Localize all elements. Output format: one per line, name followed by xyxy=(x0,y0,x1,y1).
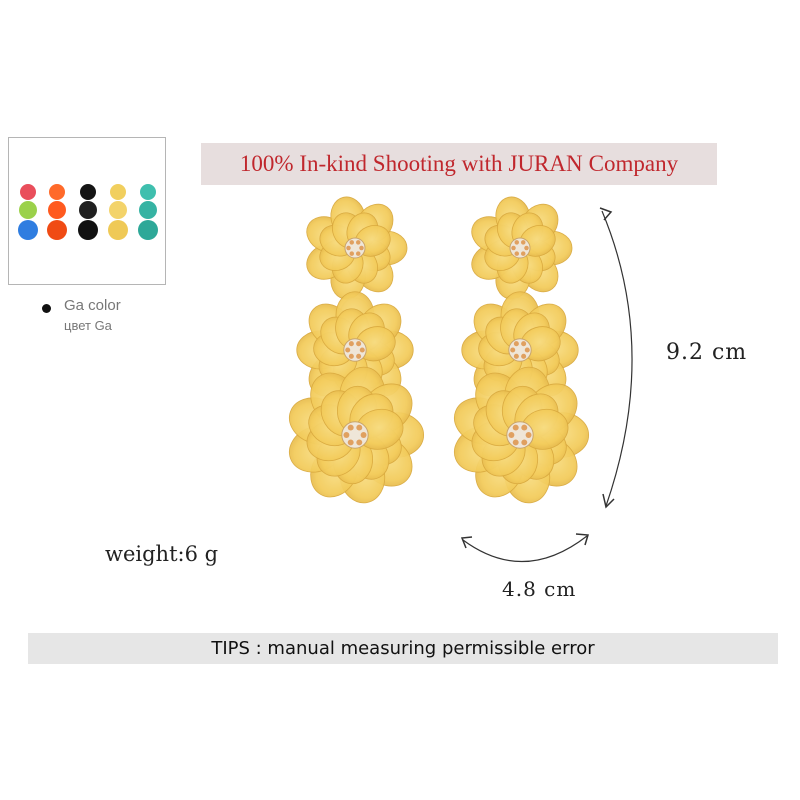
width-arrow xyxy=(462,535,588,563)
variant-label[interactable]: Ga color xyxy=(64,297,121,314)
flower-bottom xyxy=(288,366,425,504)
banner-suffix: Company xyxy=(588,151,679,176)
thumb-earring-orange xyxy=(47,184,67,240)
variant-thumbnail[interactable] xyxy=(8,137,166,285)
banner-prefix: 100% In-kind Shooting with xyxy=(239,151,503,176)
flower-top xyxy=(471,196,573,300)
variant-bullet xyxy=(42,304,51,313)
height-arrow-top-head xyxy=(599,207,613,221)
width-dimension: 4.8 cm xyxy=(502,577,577,601)
shooting-banner: 100% In-kind Shooting with JURAN Company xyxy=(201,143,717,185)
weight-label: weight:6 g xyxy=(105,542,219,566)
height-arrow-bottom-head xyxy=(602,493,615,509)
thumb-earring-yellow xyxy=(108,184,128,240)
earring-left xyxy=(288,196,425,504)
thumb-earring-teal xyxy=(138,184,158,240)
height-arrow xyxy=(601,210,633,507)
height-dimension: 9.2 cm xyxy=(666,340,748,365)
width-arrow-right-head xyxy=(575,533,589,546)
flower-top xyxy=(306,196,408,300)
product-photo xyxy=(288,196,590,504)
tips-bar: TIPS : manual measuring permissible erro… xyxy=(28,633,778,664)
variant-thumbnail-image xyxy=(18,184,158,240)
earring-right xyxy=(453,196,590,504)
thumb-earring-black xyxy=(78,184,98,240)
flower-bottom xyxy=(453,366,590,504)
width-arrow-left-head xyxy=(460,536,473,549)
thumb-earring-multicolor xyxy=(18,184,38,240)
banner-brand: JURAN xyxy=(508,151,583,176)
variant-label-russian: цвет Ga xyxy=(64,318,112,333)
